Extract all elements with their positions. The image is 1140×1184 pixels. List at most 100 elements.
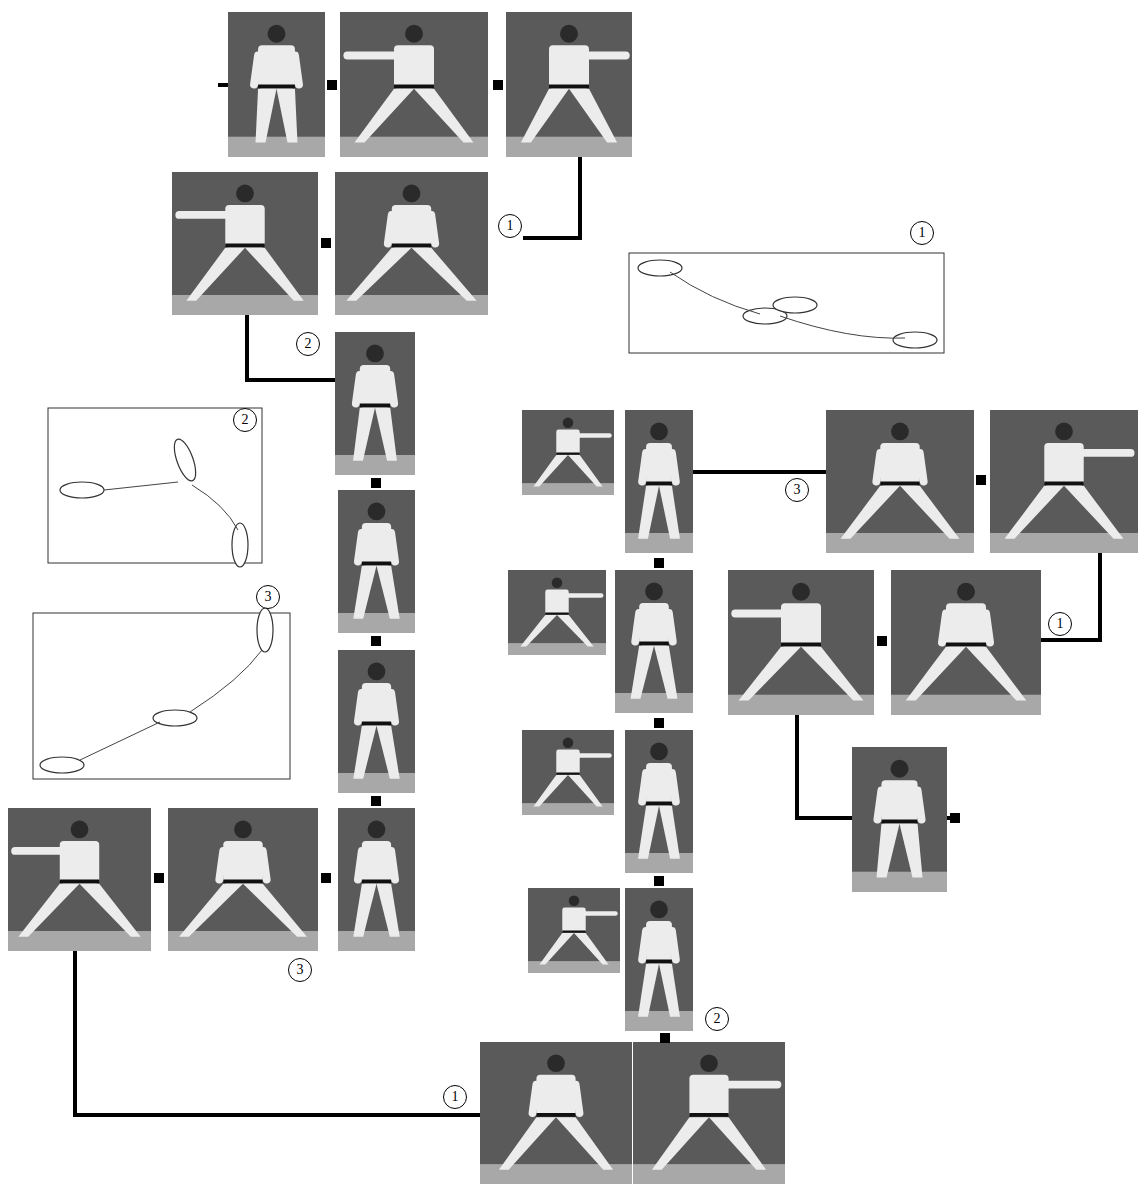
foot-path [104,482,178,490]
photo-background [826,410,974,553]
figure-leg [556,1117,613,1170]
figure-leg [243,884,307,937]
figure-arm [918,791,922,820]
kata-photo [728,570,874,715]
figure-belt [639,642,669,646]
figure-head [569,895,580,906]
figure-arm [568,433,609,438]
photo-background [506,12,632,157]
kata-photo [508,570,606,655]
figure-head [368,663,386,681]
figure-leg [521,89,569,143]
figure-arm [347,52,414,60]
connector-line [218,83,228,87]
figure-leg [414,89,474,143]
photo-background [338,490,415,633]
photo-background [508,570,606,655]
figure-head [650,743,668,761]
kata-photo [522,410,614,495]
kata-photo [338,808,415,951]
figure-arm [263,851,267,880]
photo-background [728,570,874,715]
figure-arm [709,1081,777,1089]
kata-photo [522,730,614,815]
photo-floor [852,872,947,892]
connector-line [1041,553,1100,640]
figure-arm [388,215,392,244]
figure-leg [631,646,654,699]
figure-torso [360,365,390,408]
kata-photo [338,490,415,633]
figure-belt [392,244,431,248]
figure-head [650,423,668,441]
figure-arm [574,911,615,916]
joint-square [654,558,664,568]
figure-head [403,185,421,203]
figure-leg [1064,486,1123,539]
photo-background [522,410,614,495]
figure-leg [353,726,376,779]
figure-leg [533,455,568,486]
photo-background [615,570,693,713]
figure-leg [377,566,400,619]
callout-number: 3 [785,478,809,502]
figure-leg [533,775,568,806]
figure-arm [557,593,601,598]
kata-photo [480,1042,632,1184]
foot-path [780,316,905,338]
figure-leg [966,647,1026,701]
figure-leg [638,806,659,859]
figure-leg [256,89,277,143]
figure-leg [900,824,923,878]
kata-photo [615,570,693,713]
figure-leg [499,1117,556,1170]
kata-photo [891,570,1041,715]
figure-arm [431,215,435,244]
figure-arm [672,931,676,960]
photo-floor [625,1011,693,1031]
figure-leg [557,615,594,646]
photo-floor [338,931,415,951]
figure-belt [556,773,579,775]
figure-head [1055,423,1073,441]
kata-photo [168,808,318,951]
footprint [40,757,84,773]
figure-arm [672,453,676,482]
figure-arm [390,375,394,404]
kata-photo [633,1042,785,1184]
figure-belt [362,722,391,726]
figure-belt [60,880,99,884]
joint-square [321,873,331,883]
figure-torso [880,443,919,486]
figure-head [563,737,574,748]
figure-torso [362,683,391,726]
joint-square [321,238,331,248]
footwork-inset [48,408,262,563]
photo-background [172,172,318,315]
kata-photo [335,332,415,475]
photo-background [625,888,693,1031]
kata-photo [826,410,974,553]
figure-belt [646,960,672,964]
figure-belt [549,85,589,89]
figure-head [366,345,384,363]
joint-square [493,80,503,90]
footprint [257,608,273,652]
photo-background [852,747,947,892]
figure-leg [520,615,557,646]
figure-head [563,417,574,428]
figure-arm [876,453,880,482]
figure-torso [646,921,672,964]
figure-torso [362,523,391,566]
figure-leg [1005,486,1064,539]
figure-head [368,821,386,839]
figure-arm [391,533,395,562]
figure-leg [709,1117,766,1170]
photo-background [633,1042,785,1184]
figure-leg [801,647,863,701]
figure-head [236,185,254,203]
joint-square [976,475,986,485]
figure-leg [906,647,966,701]
foot-path [192,485,238,530]
